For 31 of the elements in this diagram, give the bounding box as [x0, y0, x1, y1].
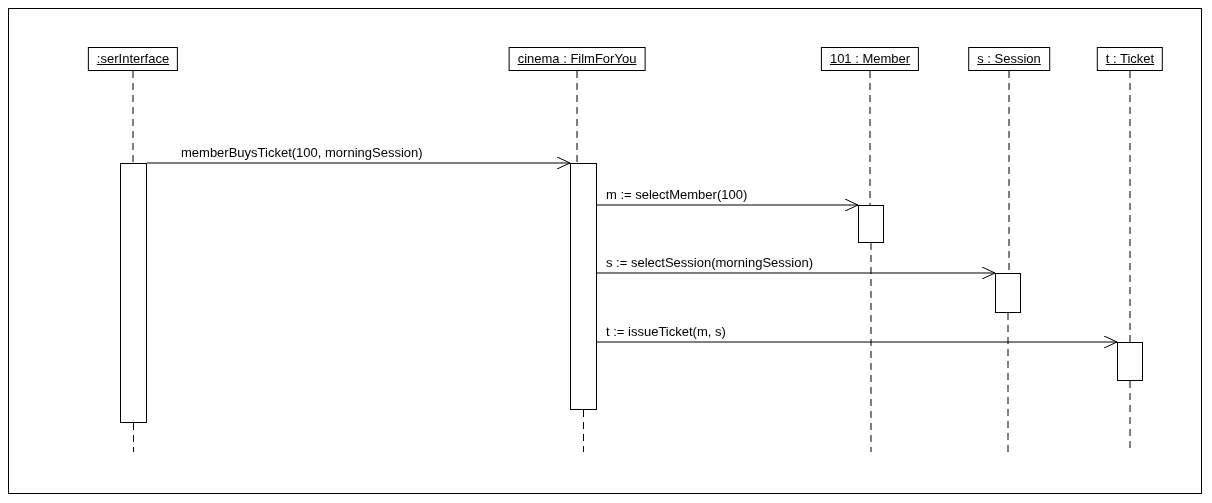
message-arrow — [596, 335, 1118, 349]
activation-bar — [995, 273, 1021, 313]
message-arrow — [146, 156, 571, 170]
message-arrow — [596, 198, 859, 212]
message-label: m := selectMember(100) — [605, 187, 749, 202]
object-name: cinema : FilmForYou — [517, 51, 637, 66]
object-box — [820, 47, 920, 71]
object-name: 101 : Member — [829, 51, 911, 66]
lifeline — [1129, 70, 1131, 343]
activation-bar — [120, 163, 147, 423]
lifeline — [576, 70, 578, 164]
lifeline — [870, 242, 872, 453]
object-box — [508, 47, 646, 71]
object-name: s : Session — [977, 51, 1041, 66]
lifeline — [869, 70, 871, 206]
lifeline — [132, 70, 134, 164]
message-label: t := issueTicket(m, s) — [605, 324, 727, 339]
activation-bar — [1117, 342, 1143, 381]
message-arrow — [596, 266, 996, 280]
lifeline — [583, 409, 584, 453]
message-label: s := selectSession(morningSession) — [605, 255, 814, 270]
object-box — [1096, 47, 1164, 71]
message-label: memberBuysTicket(100, morningSession) — [180, 145, 424, 160]
object-box — [87, 47, 179, 71]
lifeline — [133, 422, 134, 453]
object-name: t : Ticket — [1105, 51, 1155, 66]
activation-bar — [858, 205, 884, 243]
activation-bar — [570, 163, 597, 410]
object-box — [968, 47, 1050, 71]
lifeline — [1007, 312, 1009, 453]
object-name: :serInterface — [96, 51, 170, 66]
